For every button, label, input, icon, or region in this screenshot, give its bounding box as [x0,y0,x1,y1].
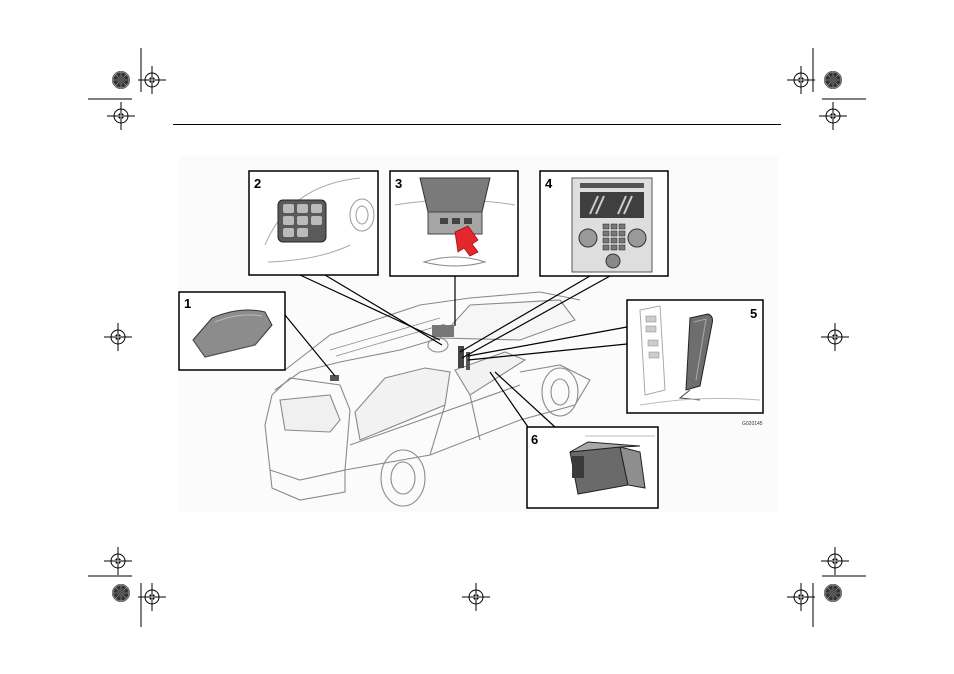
overhead-console-marker [432,325,454,337]
callout-number-2: 2 [254,176,261,191]
illustration-code: G020145 [742,421,763,427]
inset-2-steering-wheel-controls: 2 [249,171,378,275]
inset-1-antenna: 1 [179,292,285,370]
callout-number-1: 1 [184,296,191,311]
inset-6-control-module: 6 [527,427,658,508]
inset-5-side-module: 5 [627,300,763,413]
inset-3-overhead-console: 3 [390,171,518,276]
inset-4-center-console: 4 [540,171,668,276]
callout-number-5: 5 [750,306,757,321]
callout-number-3: 3 [395,176,402,191]
callout-number-6: 6 [531,432,538,447]
callout-number-4: 4 [545,176,553,191]
